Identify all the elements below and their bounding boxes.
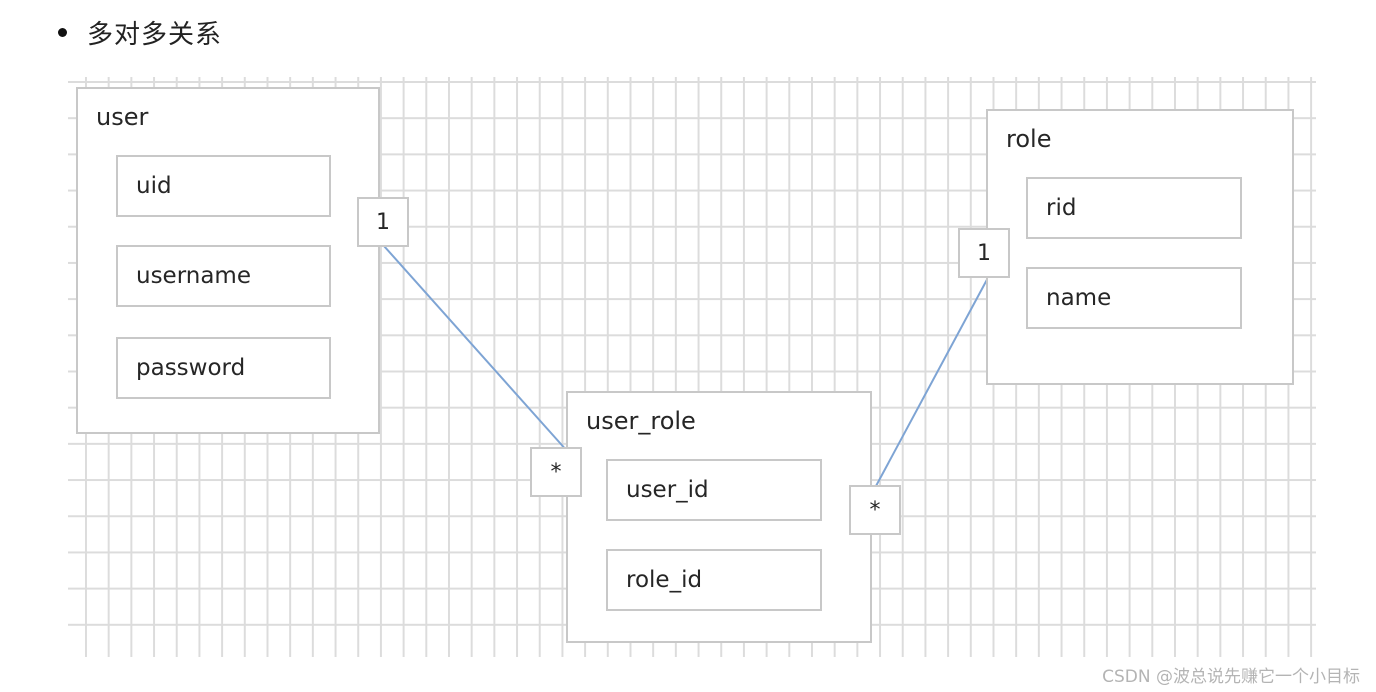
field-role-id[interactable]: role_id [606, 549, 822, 611]
entity-role-title: role [1006, 125, 1052, 153]
field-uid[interactable]: uid [116, 155, 331, 217]
entity-user-title: user [96, 103, 149, 131]
watermark: CSDN @波总说先赚它一个小目标 [1102, 667, 1360, 687]
list-item-heading: 多对多关系 [58, 10, 222, 54]
multiplicity-user-role-role-side: * [849, 485, 901, 535]
multiplicity-user-role-user-side: * [530, 447, 582, 497]
field-rid[interactable]: rid [1026, 177, 1242, 239]
bullet-icon [58, 27, 67, 37]
multiplicity-role-side: 1 [958, 228, 1010, 278]
heading-text: 多对多关系 [87, 19, 223, 50]
entity-role[interactable]: role [986, 109, 1294, 385]
field-password[interactable]: password [116, 337, 331, 399]
multiplicity-user-side: 1 [357, 197, 409, 247]
field-user-id[interactable]: user_id [606, 459, 822, 521]
field-username[interactable]: username [116, 245, 331, 307]
entity-user-role-title: user_role [586, 407, 696, 435]
field-name[interactable]: name [1026, 267, 1242, 329]
